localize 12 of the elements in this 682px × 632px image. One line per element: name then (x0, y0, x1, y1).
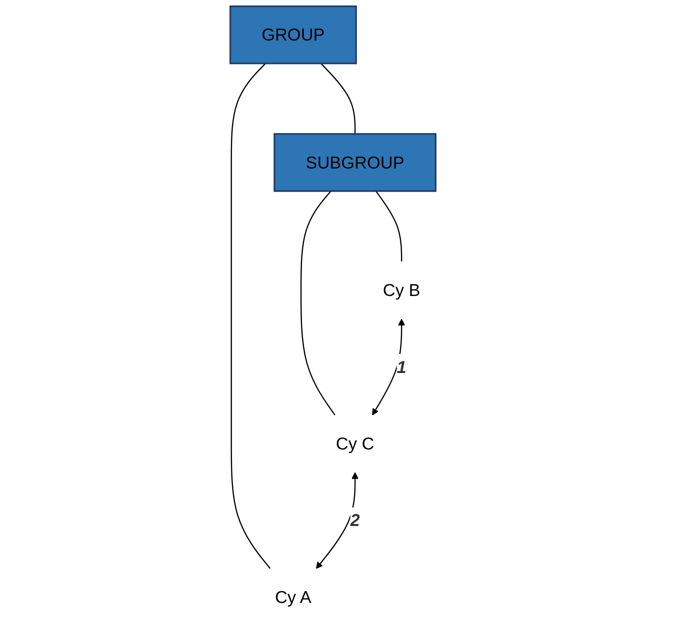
node-box: GROUP (230, 6, 357, 64)
edge-label: 1 (396, 357, 406, 377)
node-box: SUBGROUP (274, 133, 437, 192)
connector (300, 190, 336, 416)
edge-label: 2 (350, 510, 360, 530)
node-text: Cy B (382, 280, 420, 300)
connector (230, 63, 271, 569)
arrow (316, 472, 359, 569)
connector (320, 63, 356, 134)
connector (375, 190, 402, 262)
node-text: Cy A (275, 587, 312, 607)
node-text: Cy C (336, 434, 374, 454)
